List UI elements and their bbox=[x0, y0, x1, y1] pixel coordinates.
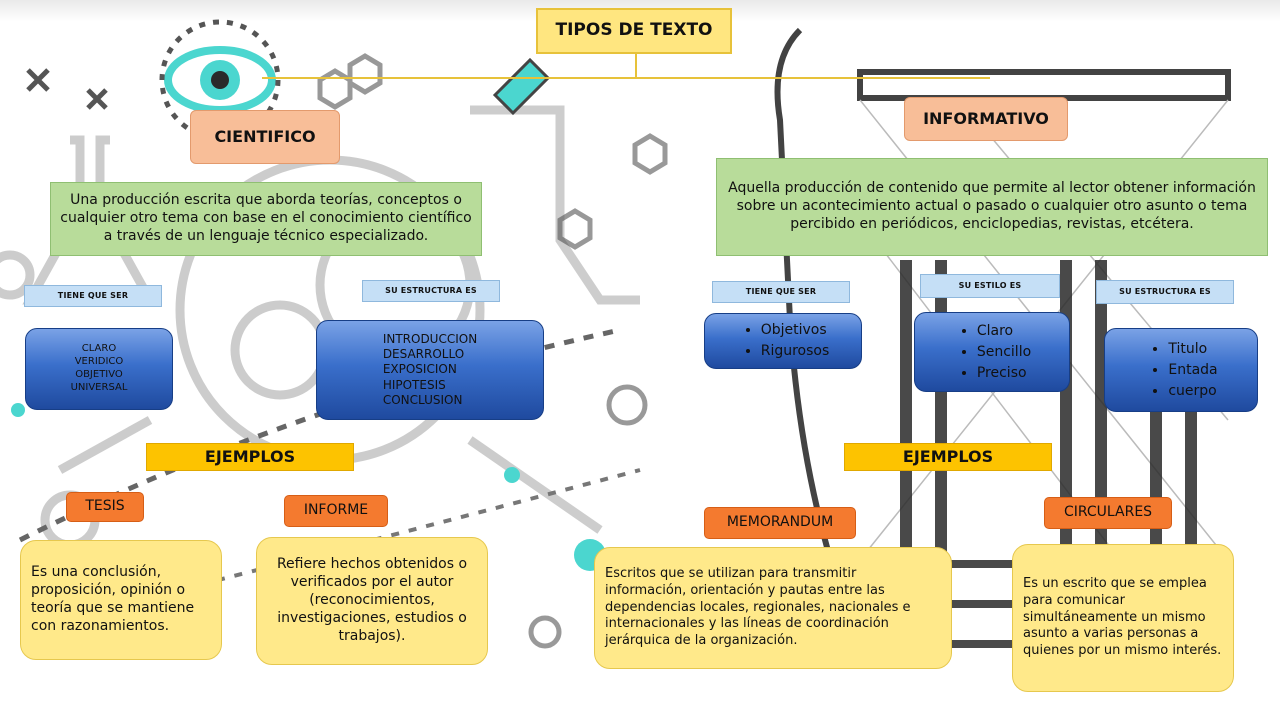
list-item: DESARROLLO bbox=[382, 346, 465, 361]
informativo-ejemplos-label: EJEMPLOS bbox=[844, 443, 1052, 471]
list-item: UNIVERSAL bbox=[70, 381, 128, 393]
example-name-circulares: CIRCULARES bbox=[1044, 497, 1172, 529]
list-item: OBJETIVO bbox=[75, 369, 123, 380]
example-text-memorandum: Escritos que se utilizan para transmitir… bbox=[594, 547, 952, 669]
informativo-tiene-label: TIENE QUE SER bbox=[712, 281, 850, 303]
list-item: Sencillo bbox=[977, 342, 1031, 363]
cientifico-header: CIENTIFICO bbox=[190, 110, 340, 164]
list-item: VERIDICO bbox=[74, 356, 124, 368]
example-name-informe: INFORME bbox=[284, 495, 388, 527]
example-text-circulares: Es un escrito que se emplea para comunic… bbox=[1012, 544, 1234, 692]
list-item: INTRODUCCION bbox=[382, 331, 478, 346]
list-item: Claro bbox=[977, 321, 1031, 342]
cientifico-tiene-label: TIENE QUE SER bbox=[24, 285, 162, 307]
example-name-tesis: TESIS bbox=[66, 492, 144, 522]
list-item: cuerpo bbox=[1168, 381, 1217, 402]
example-text-informe: Refiere hechos obtenidos o verificados p… bbox=[256, 537, 488, 665]
list-item: Rigurosos bbox=[761, 341, 830, 362]
list-item: EXPOSICION bbox=[382, 362, 457, 377]
informativo-estilo-list: Claro Sencillo Preciso bbox=[914, 312, 1070, 392]
cientifico-estructura-list: INTRODUCCION DESARROLLO EXPOSICION HIPOT… bbox=[316, 320, 544, 420]
list-item: Entada bbox=[1168, 360, 1217, 381]
cientifico-definition: Una producción escrita que aborda teoría… bbox=[50, 182, 482, 256]
informativo-estructura-label: SU ESTRUCTURA ES bbox=[1096, 280, 1234, 304]
cientifico-estructura-label: SU ESTRUCTURA ES bbox=[362, 280, 500, 302]
list-item: CONCLUSION bbox=[382, 393, 463, 408]
informativo-estilo-label: SU ESTILO ES bbox=[920, 274, 1060, 298]
informativo-estructura-list: Titulo Entada cuerpo bbox=[1104, 328, 1258, 412]
cientifico-ejemplos-label: EJEMPLOS bbox=[146, 443, 354, 471]
informativo-tiene-list: Objetivos Rigurosos bbox=[704, 313, 862, 369]
example-name-memorandum: MEMORANDUM bbox=[704, 507, 856, 539]
list-item: Preciso bbox=[977, 363, 1031, 384]
list-item: CLARO bbox=[81, 343, 117, 355]
cientifico-tiene-list: CLARO VERIDICO OBJETIVO UNIVERSAL bbox=[25, 328, 173, 410]
informativo-definition: Aquella producción de contenido que perm… bbox=[716, 158, 1268, 256]
list-item: HIPOTESIS bbox=[382, 377, 446, 392]
example-text-tesis: Es una conclusión, proposición, opinión … bbox=[20, 540, 222, 660]
list-item: Titulo bbox=[1168, 339, 1217, 360]
list-item: Objetivos bbox=[761, 320, 830, 341]
main-title: TIPOS DE TEXTO bbox=[536, 8, 732, 54]
informativo-header: INFORMATIVO bbox=[904, 97, 1068, 141]
